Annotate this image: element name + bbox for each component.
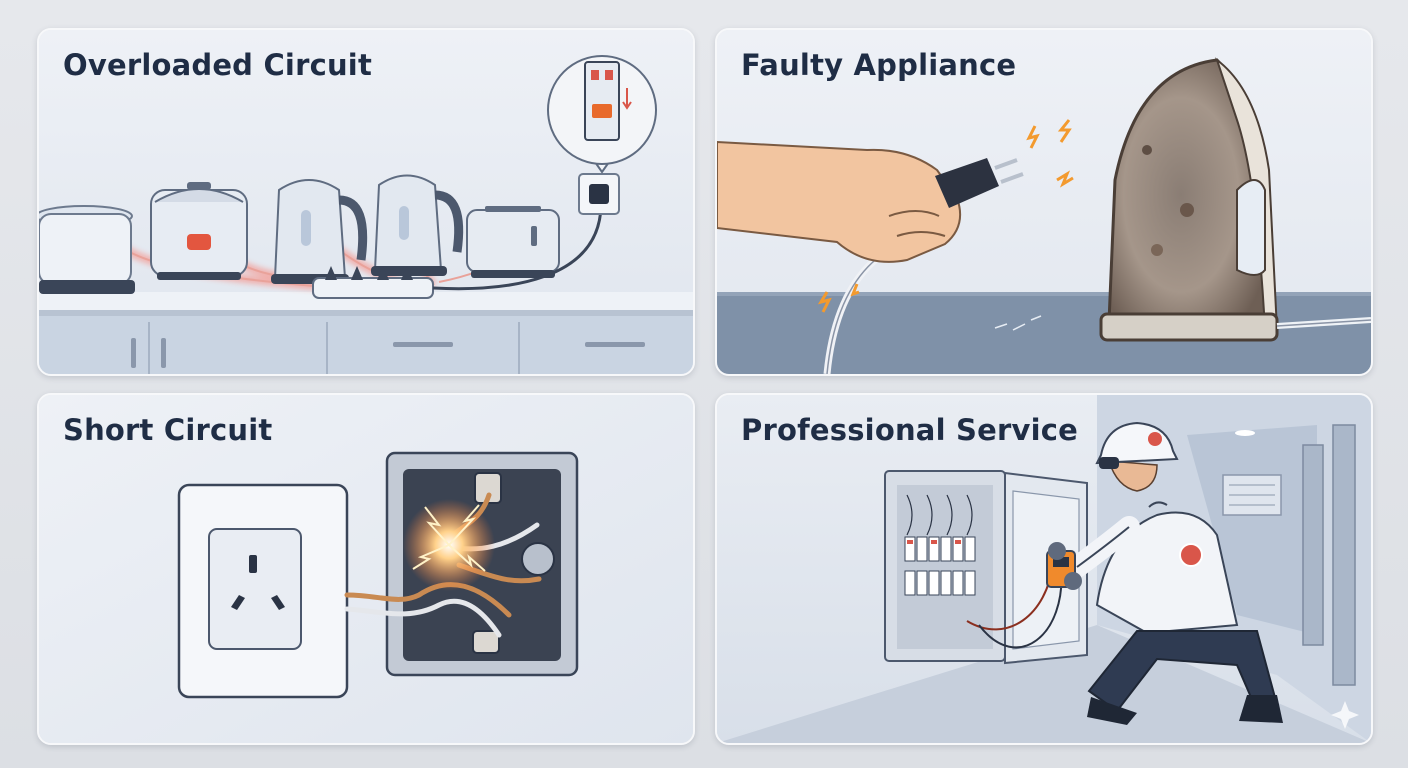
faulty-appliance-illustration	[717, 30, 1371, 374]
panel-title: Professional Service	[741, 413, 1078, 447]
professional-service-illustration	[717, 395, 1371, 743]
panel-professional-service: Professional Service	[715, 393, 1373, 745]
panel-title: Overloaded Circuit	[63, 48, 373, 82]
panel-title: Faulty Appliance	[741, 48, 1017, 82]
panel-overloaded-circuit: Overloaded Circuit	[37, 28, 695, 376]
panel-title: Short Circuit	[63, 413, 273, 447]
overloaded-circuit-illustration	[39, 30, 693, 374]
panel-faulty-appliance: Faulty Appliance	[715, 28, 1373, 376]
short-circuit-illustration	[39, 395, 693, 743]
panel-short-circuit: Short Circuit	[37, 393, 695, 745]
